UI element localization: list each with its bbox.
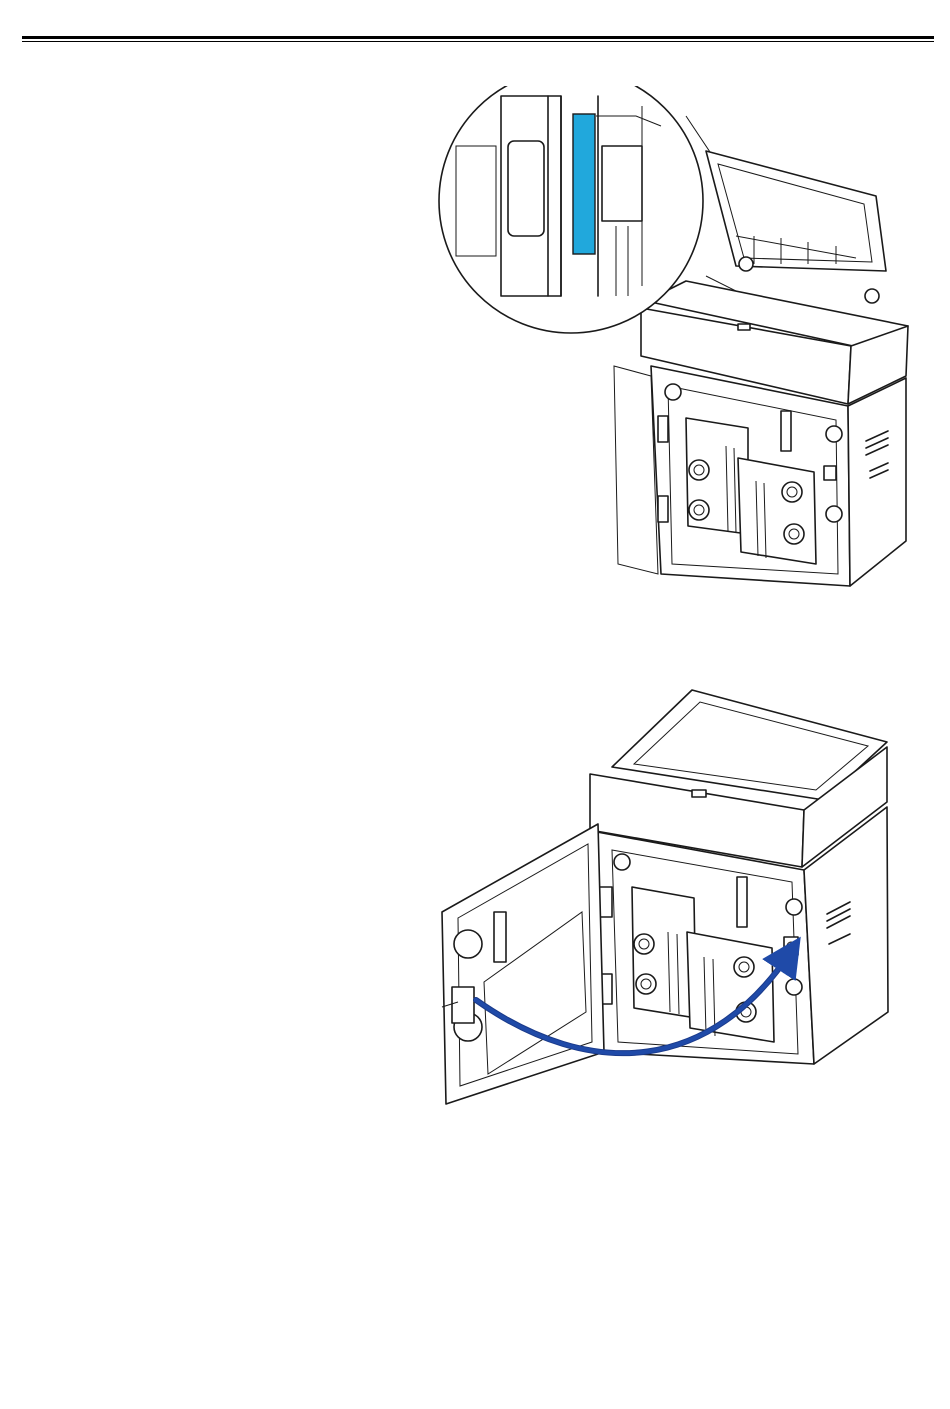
header-rule-thick bbox=[22, 36, 934, 39]
printer-open-door-figure bbox=[432, 682, 902, 1112]
ribbon-highlight bbox=[573, 114, 595, 254]
header-rule-thin bbox=[22, 41, 934, 42]
printer-open-door-icon bbox=[432, 682, 902, 1112]
magnifier-circle bbox=[439, 86, 703, 333]
printer-ribbon-detail-figure bbox=[436, 86, 916, 606]
printer-ribbon-detail-icon bbox=[436, 86, 916, 606]
